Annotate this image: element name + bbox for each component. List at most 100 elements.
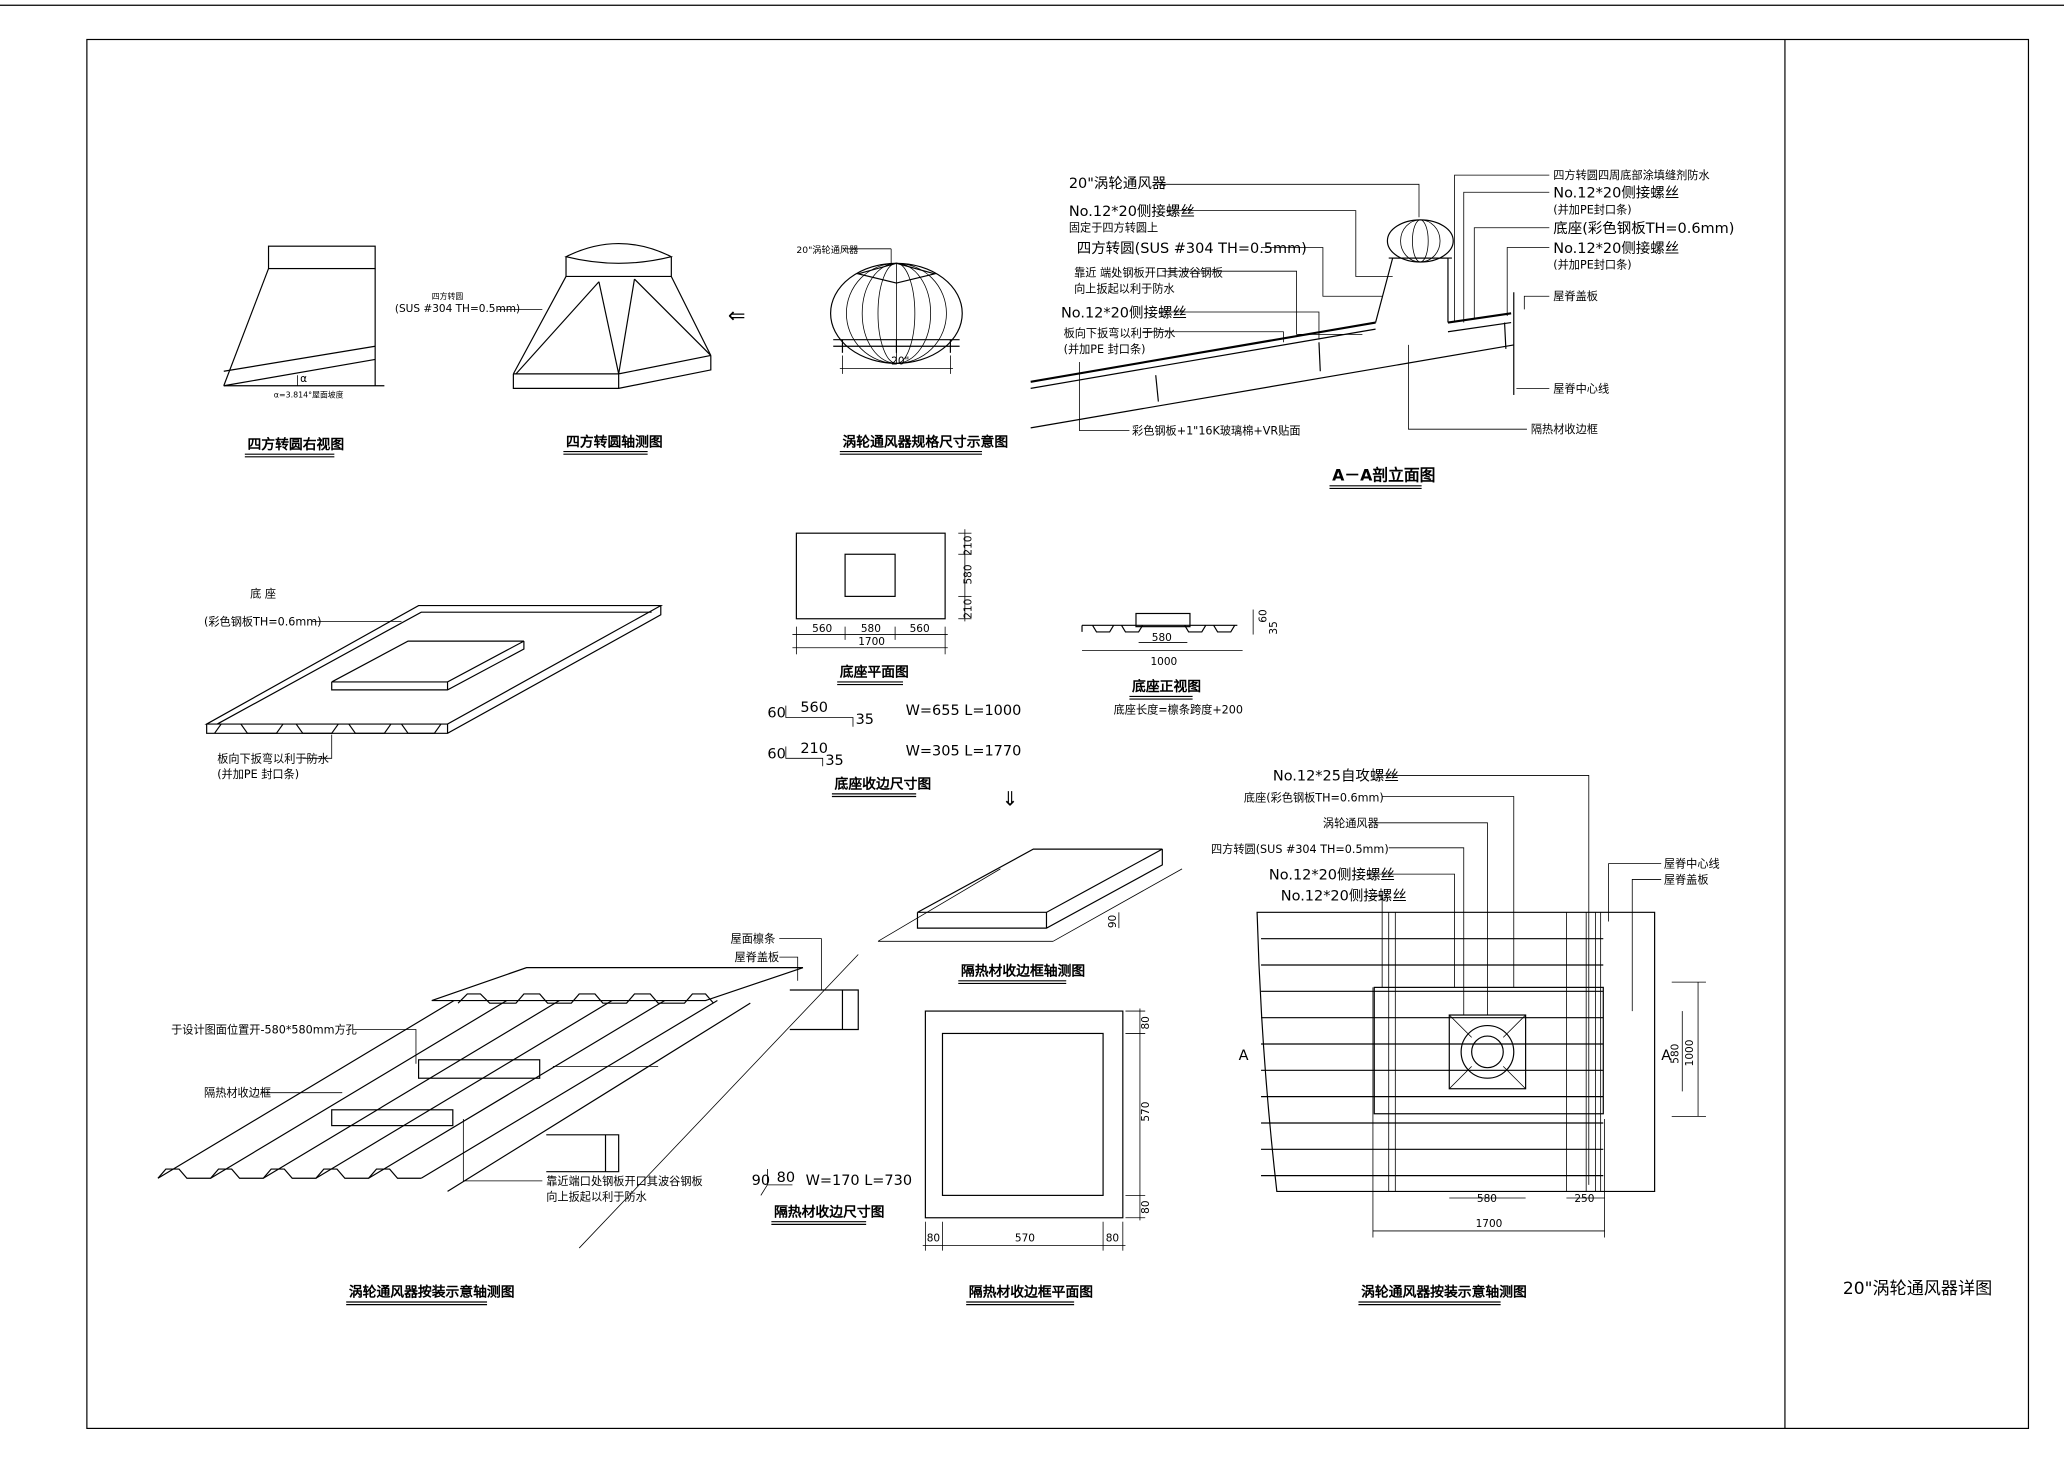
base-iso-note2: (并加PE 封口条) — [217, 767, 299, 781]
aa-left-label-8: 板向下扳弯以利于防水 — [1064, 326, 1176, 340]
plan-dim-1700: 1700 — [1476, 1218, 1503, 1230]
frame-trim-b: 80 — [777, 1170, 795, 1186]
turbine-label: 20"涡轮通风器 — [796, 244, 858, 256]
install-plan-caption: 涡轮通风器按装示意轴测图 — [1361, 1284, 1527, 1301]
base-plan-dim-v1: 210 — [962, 535, 974, 555]
plan-dim-250: 250 — [1574, 1193, 1594, 1205]
aa-bottom-label: 彩色钢板+1"16K玻璃棉+VR贴面 — [1132, 423, 1300, 437]
base-plan-dim-h3: 560 — [910, 623, 930, 635]
base-iso-label-spec: (彩色钢板TH=0.6mm) — [204, 614, 322, 628]
aa-right-label-6: (并加PE封口条) — [1553, 258, 1631, 272]
plan-dim-v580: 580 — [1669, 1044, 1681, 1064]
frame-trim-drawing — [760, 1169, 793, 1196]
frame-plan-drawing — [922, 1008, 1146, 1251]
install-label-note1: 靠近端口处钢板开口其波谷钢板 — [546, 1174, 702, 1188]
section-aa-drawing — [1030, 174, 1550, 431]
plan-right-label-1: 屋脊中心线 — [1664, 857, 1720, 871]
plan-label-1: No.12*25自攻螺丝 — [1273, 768, 1399, 785]
section-mark-right: A — [1661, 1048, 1671, 1064]
plan-label-4: 四方转圆(SUS #304 TH=0.5mm) — [1211, 842, 1389, 856]
base-front-dim-h2: 35 — [1268, 621, 1280, 634]
base-front-drawing — [1081, 609, 1254, 651]
base-iso-label-name: 底 座 — [250, 587, 276, 601]
trim1-a: 60 — [767, 705, 785, 721]
aa-left-label-9: (并加PE 封口条) — [1064, 342, 1146, 356]
arrow-left-icon: ⇐ — [728, 303, 746, 328]
frame-iso-dim: 90 — [1107, 915, 1119, 928]
turbine-dim: 20" — [891, 356, 909, 368]
plan-label-3: 涡轮通风器 — [1323, 816, 1379, 830]
arrow-down-icon: ⇓ — [1002, 788, 1019, 811]
plan-label-5: No.12*20侧接螺丝 — [1269, 866, 1395, 883]
frame-plan-caption: 隔热材收边框平面图 — [969, 1284, 1093, 1301]
angle-note: α=3.814°屋面坡度 — [274, 390, 344, 400]
trim2-c: 35 — [825, 753, 843, 769]
base-trim-row-2: 60 210 35 W=305 L=1770 — [767, 741, 1021, 769]
turbine-drawing — [830, 248, 963, 374]
plan-label-2: 底座(彩色钢板TH=0.6mm) — [1244, 791, 1384, 805]
trim2-spec: W=305 L=1770 — [906, 744, 1022, 760]
aa-right-label-4: 底座(彩色钢板TH=0.6mm) — [1553, 219, 1734, 237]
install-label-note2: 向上扳起以利于防水 — [546, 1190, 647, 1204]
aa-right-label-9: 隔热材收边框 — [1531, 422, 1598, 436]
base-trim-row-1: 60 560 35 W=655 L=1000 — [767, 700, 1021, 728]
aa-left-label-3: 固定于四方转圆上 — [1069, 221, 1158, 235]
transition-label-name: 四方转圆 — [432, 291, 464, 301]
frame-iso-drawing — [877, 848, 1183, 942]
aa-left-label-6: 向上扳起以利于防水 — [1074, 281, 1175, 295]
frame-plan-dim-h1: 80 — [927, 1232, 940, 1244]
install-plan-drawing — [1256, 775, 1706, 1238]
sheet-title: 20"涡轮通风器详图 — [1843, 1279, 1992, 1299]
plan-dim-v1000: 1000 — [1684, 1040, 1696, 1067]
base-plan-dim-v3: 210 — [962, 599, 974, 619]
install-iso-drawing — [157, 938, 859, 1249]
base-front-dim-total: 1000 — [1150, 656, 1177, 668]
aa-left-label-5: 靠近 端处钢板开口其波谷钢板 — [1074, 265, 1223, 279]
base-front-note: 底座长度=檩条跨度+200 — [1114, 703, 1243, 717]
base-front-caption: 底座正视图 — [1132, 678, 1201, 695]
turbine-caption: 涡轮通风器规格尺寸示意图 — [842, 433, 1008, 450]
aa-right-label-7: 屋脊盖板 — [1553, 289, 1598, 303]
iso-view-caption: 四方转圆轴测图 — [566, 433, 663, 450]
install-label-frame: 隔热材收边框 — [204, 1086, 271, 1100]
base-plan-dim-total: 1700 — [858, 636, 885, 648]
aa-right-label-3: (并加PE封口条) — [1553, 202, 1631, 216]
base-front-dim-h1: 60 — [1257, 609, 1269, 622]
trim1-spec: W=655 L=1000 — [906, 703, 1022, 719]
sheet-frame — [0, 4, 2064, 1429]
aa-left-label-1: 20"涡轮通风器 — [1069, 175, 1167, 192]
install-label-opening: 于设计图面位置开-580*580mm方孔 — [171, 1022, 357, 1036]
trim1-b: 560 — [800, 700, 828, 716]
base-plan-drawing — [792, 529, 972, 655]
install-label-ridge-cap: 屋脊盖板 — [735, 950, 780, 964]
base-front-dim-inner: 580 — [1152, 632, 1172, 644]
plan-right-label-2: 屋脊盖板 — [1664, 872, 1709, 886]
install-iso-caption: 涡轮通风器按装示意轴测图 — [349, 1284, 515, 1301]
aa-left-label-2: No.12*20侧接螺丝 — [1069, 203, 1195, 220]
transition-label-spec: (SUS #304 TH=0.5mm) — [395, 303, 520, 315]
aa-right-label-8: 屋脊中心线 — [1553, 381, 1609, 395]
plan-label-6: No.12*20侧接螺丝 — [1281, 887, 1407, 904]
frame-trim-a: 90 — [752, 1173, 770, 1189]
trim2-b: 210 — [800, 741, 828, 757]
frame-plan-dim-h2: 570 — [1015, 1232, 1035, 1244]
base-iso-note1: 板向下扳弯以利于防水 — [217, 751, 329, 765]
aa-right-label-5: No.12*20侧接螺丝 — [1553, 240, 1679, 257]
angle-symbol: α — [300, 373, 307, 385]
base-plan-dim-v2: 580 — [962, 564, 974, 584]
aa-right-label-1: 四方转圆四周底部涂填缝剂防水 — [1553, 168, 1709, 182]
frame-iso-caption: 隔热材收边框轴测图 — [961, 963, 1085, 980]
aa-left-label-7: No.12*20侧接螺丝 — [1061, 304, 1187, 321]
base-trim-caption: 底座收边尺寸图 — [835, 776, 932, 793]
base-iso-drawing — [204, 604, 664, 759]
transition-iso-drawing — [512, 243, 712, 389]
frame-plan-dim-h3: 80 — [1106, 1232, 1119, 1244]
section-mark-left: A — [1239, 1048, 1249, 1064]
trim2-a: 60 — [767, 746, 785, 762]
base-plan-dim-h1: 560 — [812, 623, 832, 635]
aa-left-label-4: 四方转圆(SUS #304 TH=0.5mm) — [1077, 240, 1307, 257]
aa-right-label-2: No.12*20侧接螺丝 — [1553, 184, 1679, 201]
trim1-c: 35 — [856, 712, 874, 728]
right-view-caption: 四方转圆右视图 — [247, 436, 344, 453]
